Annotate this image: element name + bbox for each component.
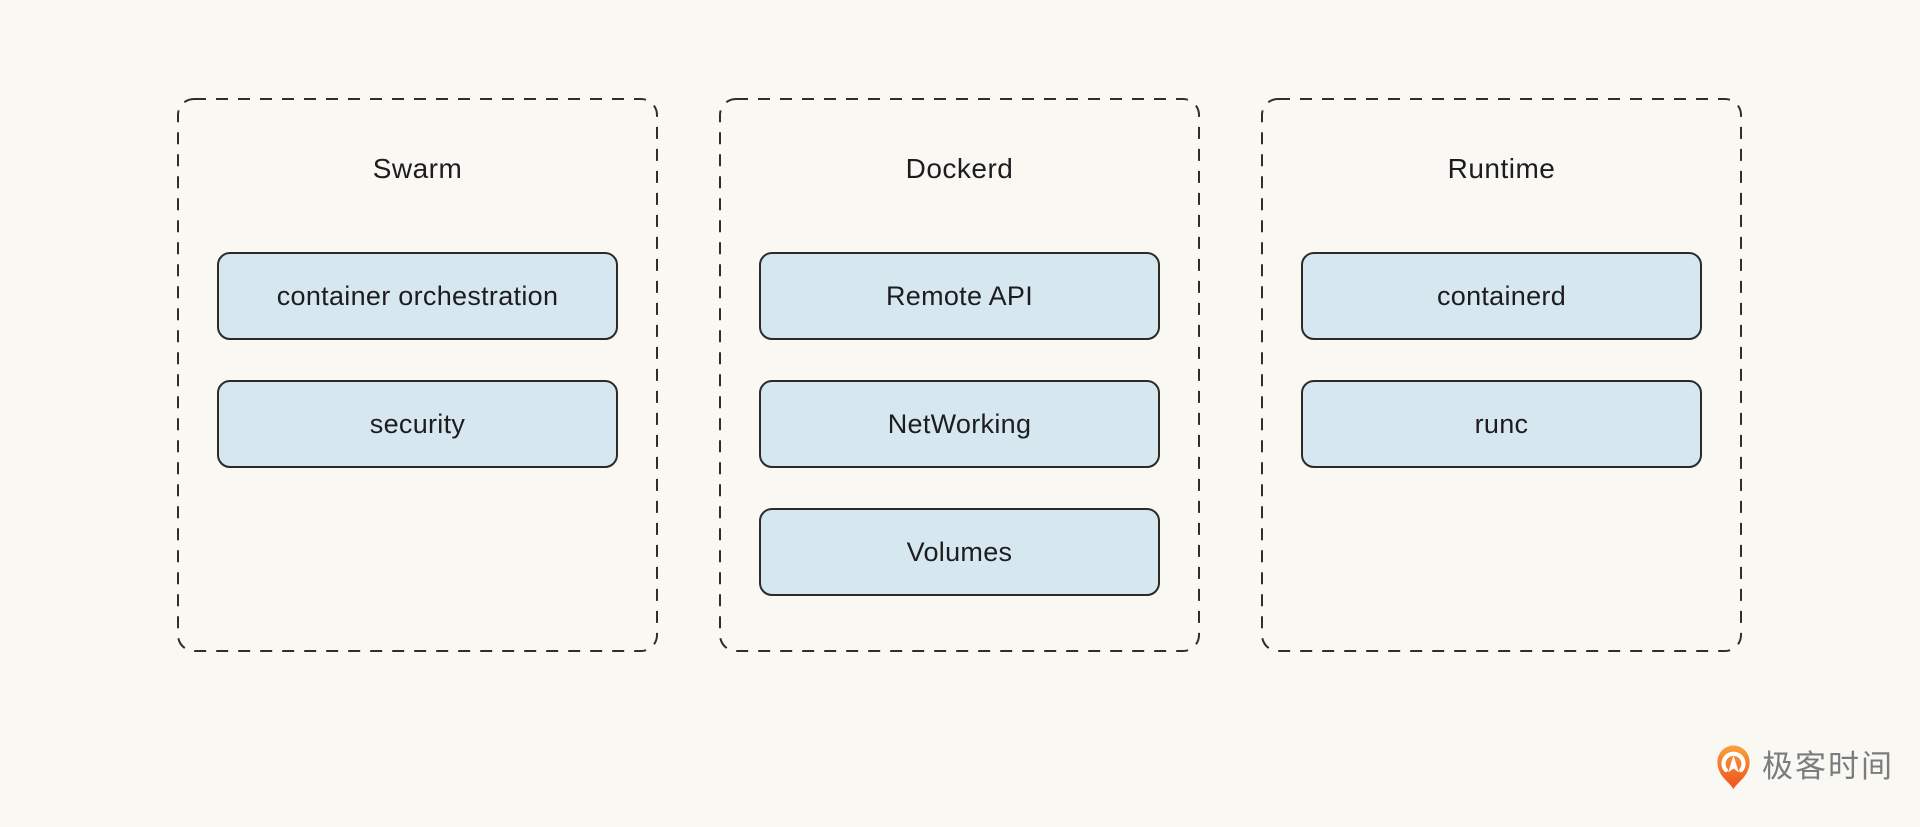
- box-networking: NetWorking: [759, 380, 1160, 468]
- box-label: runc: [1474, 408, 1529, 439]
- panel-boxes: containerd runc: [1301, 252, 1702, 468]
- box-label: NetWorking: [887, 408, 1032, 439]
- box-label: Remote API: [885, 280, 1034, 311]
- panel-boxes: container orchestration security: [217, 252, 618, 468]
- panel-title-swarm: Swarm: [372, 153, 463, 184]
- box-security: security: [217, 380, 618, 468]
- box-label: container orchestration: [276, 280, 559, 311]
- box-remote-api: Remote API: [759, 252, 1160, 340]
- panel-title-dockerd: Dockerd: [905, 153, 1014, 184]
- panel-title-runtime: Runtime: [1447, 153, 1556, 184]
- box-runc: runc: [1301, 380, 1702, 468]
- panel-runtime: Runtime containerd runc: [1261, 98, 1742, 652]
- box-containerd: containerd: [1301, 252, 1702, 340]
- panel-boxes: Remote API NetWorking Volumes: [759, 252, 1160, 596]
- box-label: containerd: [1436, 280, 1567, 311]
- box-label: Volumes: [906, 536, 1013, 567]
- box-container-orchestration: container orchestration: [217, 252, 618, 340]
- brand-name: 极客时间: [1762, 749, 1894, 784]
- panel-swarm: Swarm container orchestration security: [177, 98, 658, 652]
- panel-dockerd: Dockerd Remote API NetWorking Volumes: [719, 98, 1200, 652]
- box-label: security: [369, 408, 466, 439]
- brand-watermark: 极客时间: [1715, 741, 1894, 793]
- box-volumes: Volumes: [759, 508, 1160, 596]
- geektime-pin-icon: [1717, 745, 1750, 790]
